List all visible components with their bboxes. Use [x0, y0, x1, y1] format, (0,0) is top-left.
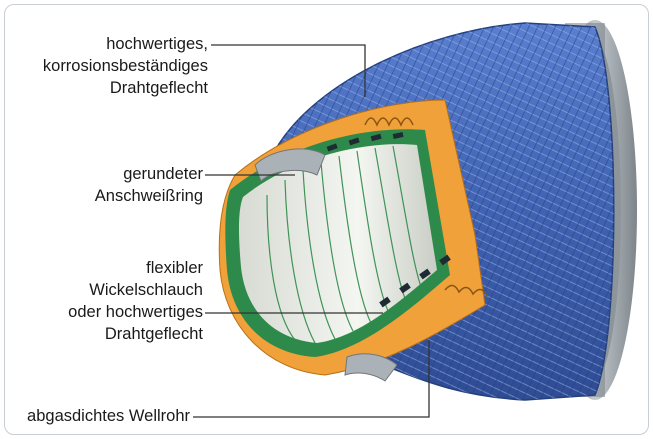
label-drahtgeflecht: hochwertiges, korrosionsbeständiges Drah… — [4, 33, 208, 99]
diagram-frame: hochwertiges, korrosionsbeständiges Drah… — [4, 4, 649, 435]
label-anschweissring: gerundeter Anschweißring — [4, 163, 203, 207]
label-wickelschlauch: flexibler Wickelschlauch oder hochwertig… — [4, 257, 203, 345]
label-wellrohr: abgasdichtes Wellrohr — [4, 405, 190, 427]
